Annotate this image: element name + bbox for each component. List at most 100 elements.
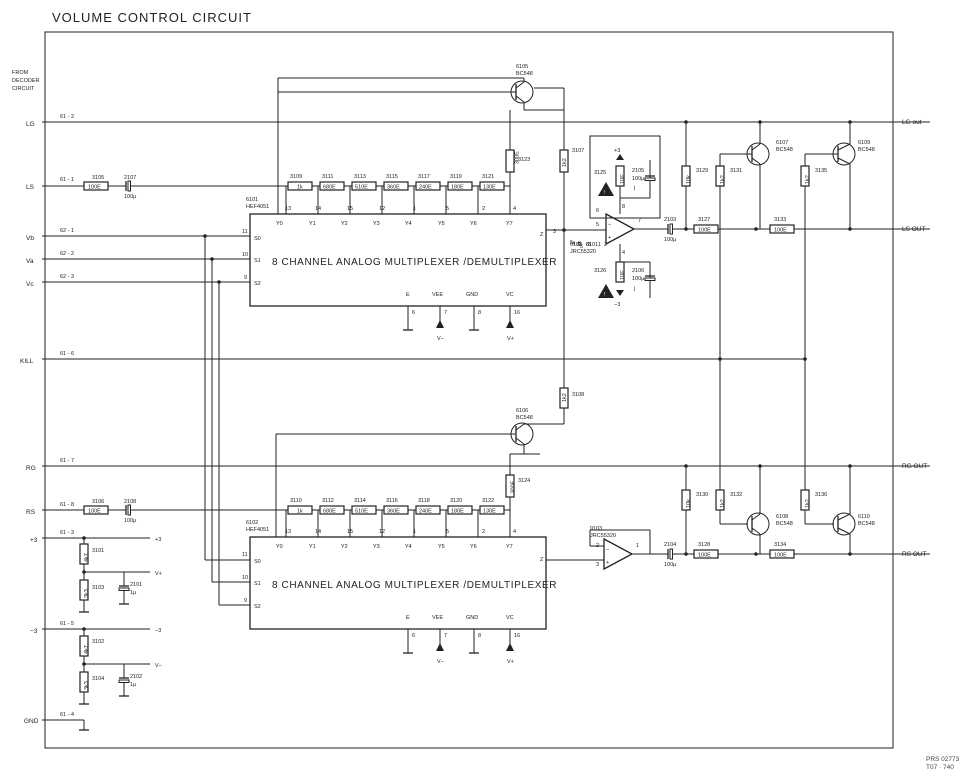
net-va: 62 - 2 (60, 251, 74, 257)
resistor-3107 (559, 149, 569, 173)
svg-text:−: − (608, 222, 611, 228)
doc-ref-sheet: T07 · 740 (926, 764, 954, 771)
power-supply-section: +3 3101 4k7 3103 3k3 V+ 2101 1µ −3 3102 … (42, 536, 162, 731)
svg-text:VC: VC (506, 292, 514, 298)
svg-text:BC548: BC548 (858, 147, 875, 153)
svg-text:3109: 3109 (290, 174, 302, 180)
svg-text:+: + (608, 235, 611, 241)
svg-text:1: 1 (598, 242, 601, 248)
signal-vc: Vc (26, 281, 34, 288)
resistor-3113 (351, 181, 377, 191)
svg-text:3134: 3134 (774, 542, 786, 548)
svg-text:Y0: Y0 (276, 544, 283, 550)
resistor-3117 (415, 181, 441, 191)
svg-text:−3: −3 (614, 302, 620, 308)
opamp-9103: − + 9103 JRC55320 2 3 1 (546, 526, 660, 571)
svg-text:1k2: 1k2 (805, 499, 811, 508)
resistor-3124 (505, 474, 515, 498)
svg-text:1k2: 1k2 (720, 499, 726, 508)
svg-text:6: 6 (578, 241, 581, 247)
net-vb: 62 - 1 (60, 228, 74, 234)
signal-gnd: GND (24, 718, 39, 725)
svg-text:3132: 3132 (730, 492, 742, 498)
svg-text:7: 7 (444, 633, 447, 639)
svg-text:3114: 3114 (354, 498, 366, 504)
svg-text:Y6: Y6 (470, 221, 477, 227)
svg-text:360E: 360E (387, 185, 400, 191)
svg-text:3118: 3118 (418, 498, 430, 504)
svg-text:BC548: BC548 (516, 71, 533, 77)
svg-text:3: 3 (553, 229, 556, 235)
svg-text:8: 8 (478, 310, 481, 316)
opamp-6103: − + 5 6 7 8 4 5 3 5 7 8 4 6 1 2 3 6101 6… (570, 135, 661, 308)
svg-text:3113: 3113 (354, 174, 366, 180)
svg-text:Y3: Y3 (373, 544, 380, 550)
svg-text:BC548: BC548 (858, 521, 875, 527)
svg-text:S0: S0 (254, 559, 261, 565)
svg-text:16: 16 (514, 633, 520, 639)
svg-text:10k: 10k (686, 499, 692, 508)
svg-text:6: 6 (596, 208, 599, 214)
svg-text:Y2: Y2 (341, 221, 348, 227)
mux-6101-channels: Y0 Y1 Y2 Y3 Y4 Y5 Y6 Y7 13 14 15 12 1 5 … (276, 206, 516, 227)
svg-text:7: 7 (444, 310, 447, 316)
svg-text:3112: 3112 (322, 498, 334, 504)
schematic-frame (44, 31, 894, 749)
svg-text:BC548: BC548 (776, 147, 793, 153)
net-rg: 61 - 7 (60, 458, 74, 464)
svg-text:Y4: Y4 (405, 221, 412, 227)
svg-text:V+: V+ (155, 571, 162, 577)
svg-text:100E: 100E (698, 228, 711, 234)
svg-text:240E: 240E (419, 185, 432, 191)
svg-text:+3: +3 (155, 537, 161, 543)
svg-text:5: 5 (446, 206, 449, 212)
svg-text:3125: 3125 (594, 170, 606, 176)
svg-text:6110: 6110 (858, 514, 870, 520)
svg-text:BC548: BC548 (516, 415, 533, 421)
svg-text:11: 11 (242, 229, 248, 235)
svg-text:6108: 6108 (776, 514, 788, 520)
transistor-6106: 6106 BC548 3124 300E 3108 1k2 (275, 230, 584, 537)
svg-text:2106: 2106 (632, 268, 644, 274)
svg-text:4k7: 4k7 (84, 645, 90, 654)
svg-text:100µ: 100µ (124, 518, 137, 524)
svg-text:2104: 2104 (664, 542, 676, 548)
resistor-3115 (383, 181, 409, 191)
svg-text:Z: Z (540, 557, 544, 563)
svg-text:7: 7 (578, 242, 581, 248)
svg-text:GND: GND (466, 292, 478, 298)
svg-text:3131: 3131 (730, 168, 742, 174)
svg-text:8: 8 (622, 204, 625, 210)
from-label-2: DECODER (12, 78, 40, 84)
svg-text:100µ: 100µ (632, 176, 645, 182)
svg-text:3104: 3104 (92, 676, 104, 682)
svg-text:100µ: 100µ (124, 194, 137, 200)
transistor-6109 (832, 142, 856, 166)
svg-text:+: + (606, 560, 609, 566)
svg-text:100E: 100E (774, 553, 787, 559)
svg-text:2103: 2103 (664, 217, 676, 223)
mux-6101: 6101 HEF4051 8 CHANNEL ANALOG MULTIPLEXE… (242, 197, 557, 342)
svg-text:3103: 3103 (92, 585, 104, 591)
svg-text:Y5: Y5 (438, 221, 445, 227)
svg-text:3108: 3108 (572, 392, 584, 398)
resistor-3118 (415, 505, 441, 515)
svg-text:3124: 3124 (518, 478, 530, 484)
svg-text:Y1: Y1 (309, 221, 316, 227)
output-rs: RS OUT (902, 551, 927, 558)
net-gnd: 61 - 4 (60, 712, 74, 718)
document-reference: PRS 02773 T07 · 740 (926, 756, 959, 772)
svg-text:HEF4051: HEF4051 (246, 204, 269, 210)
svg-text:2101: 2101 (130, 582, 142, 588)
svg-text:8: 8 (586, 242, 589, 248)
net-rs: 61 - 8 (60, 502, 74, 508)
svg-text:Z: Z (540, 232, 544, 238)
svg-text:130E: 130E (483, 185, 496, 191)
output-stage: 3129 10k 3130 10k 3131 1k2 3132 1k2 6107 (681, 120, 875, 554)
svg-text:4: 4 (513, 529, 516, 535)
svg-text:3126: 3126 (594, 268, 606, 274)
svg-text:VEE: VEE (432, 615, 443, 621)
ls-input-path: 3105 100E 2107 100µ (42, 175, 286, 200)
mux-6102-label: 8 CHANNEL ANALOG MULTIPLEXER /DEMULTIPLE… (272, 580, 557, 591)
svg-text:3106: 3106 (92, 499, 104, 505)
